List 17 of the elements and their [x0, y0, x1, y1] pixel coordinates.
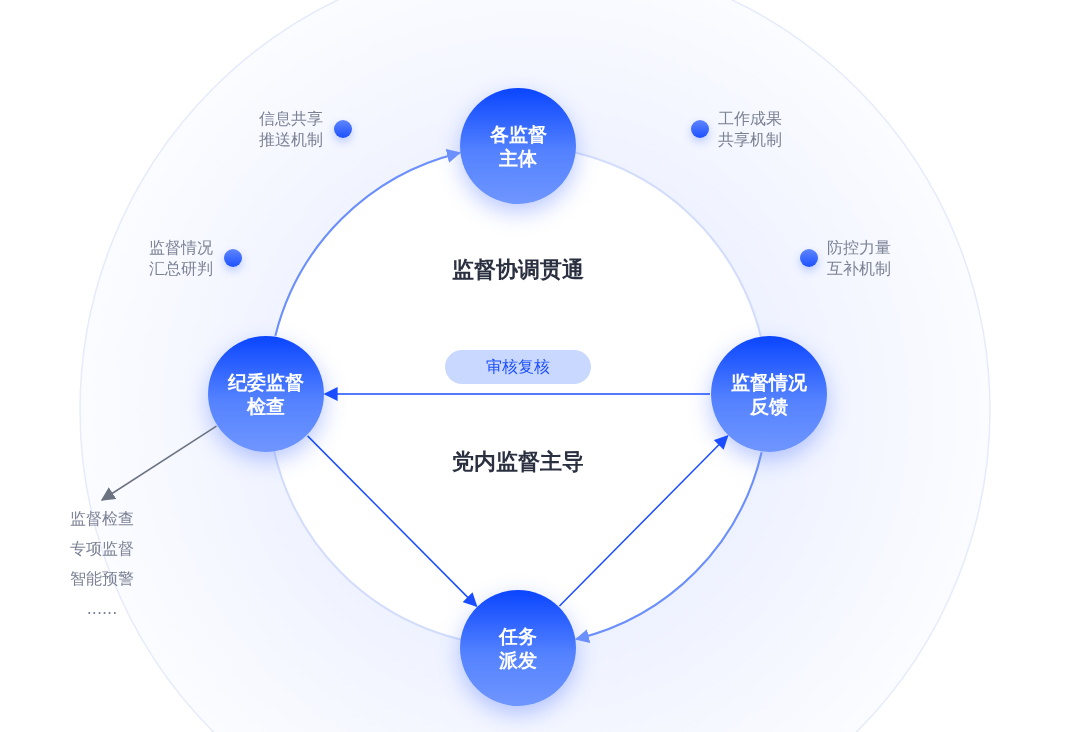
arrow: [323, 387, 711, 401]
list-item: 智能预警: [69, 568, 135, 590]
arrow: [575, 451, 763, 643]
mechanism-label: 防控力量互补机制: [827, 237, 892, 279]
arrow: [306, 435, 478, 608]
mechanism-label: 信息共享推送机制: [258, 108, 323, 150]
arrow: [274, 149, 461, 337]
list-item: 监督检查: [69, 508, 135, 530]
edge-label: 审核复核: [444, 350, 591, 384]
mechanism-label: 监督情况汇总研判: [148, 237, 213, 279]
arrow: [100, 425, 218, 501]
mechanism-label: 工作成果共享机制: [718, 108, 783, 150]
list-item: ......: [85, 598, 119, 620]
list-item: 专项监督: [69, 538, 135, 560]
center-heading: 党内监督主导: [451, 448, 585, 476]
center-heading: 监督协调贯通: [451, 256, 585, 284]
arrow: [558, 434, 729, 607]
